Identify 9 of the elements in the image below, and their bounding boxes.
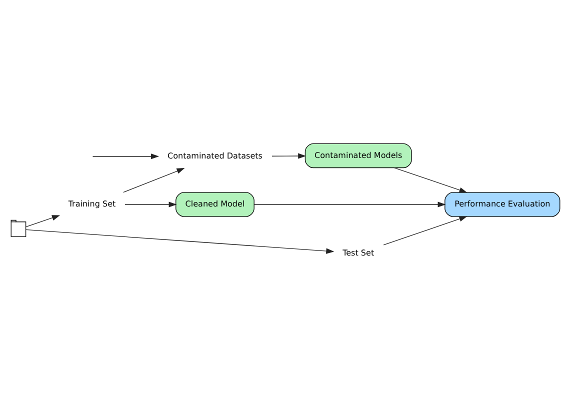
arrow xyxy=(123,168,185,193)
arrow xyxy=(383,216,468,246)
arrow xyxy=(92,154,160,160)
arrow xyxy=(26,229,334,254)
arrow xyxy=(394,167,468,193)
arrow xyxy=(124,202,177,208)
arrow xyxy=(254,202,446,208)
arrow xyxy=(26,215,60,228)
arrow xyxy=(272,153,306,159)
